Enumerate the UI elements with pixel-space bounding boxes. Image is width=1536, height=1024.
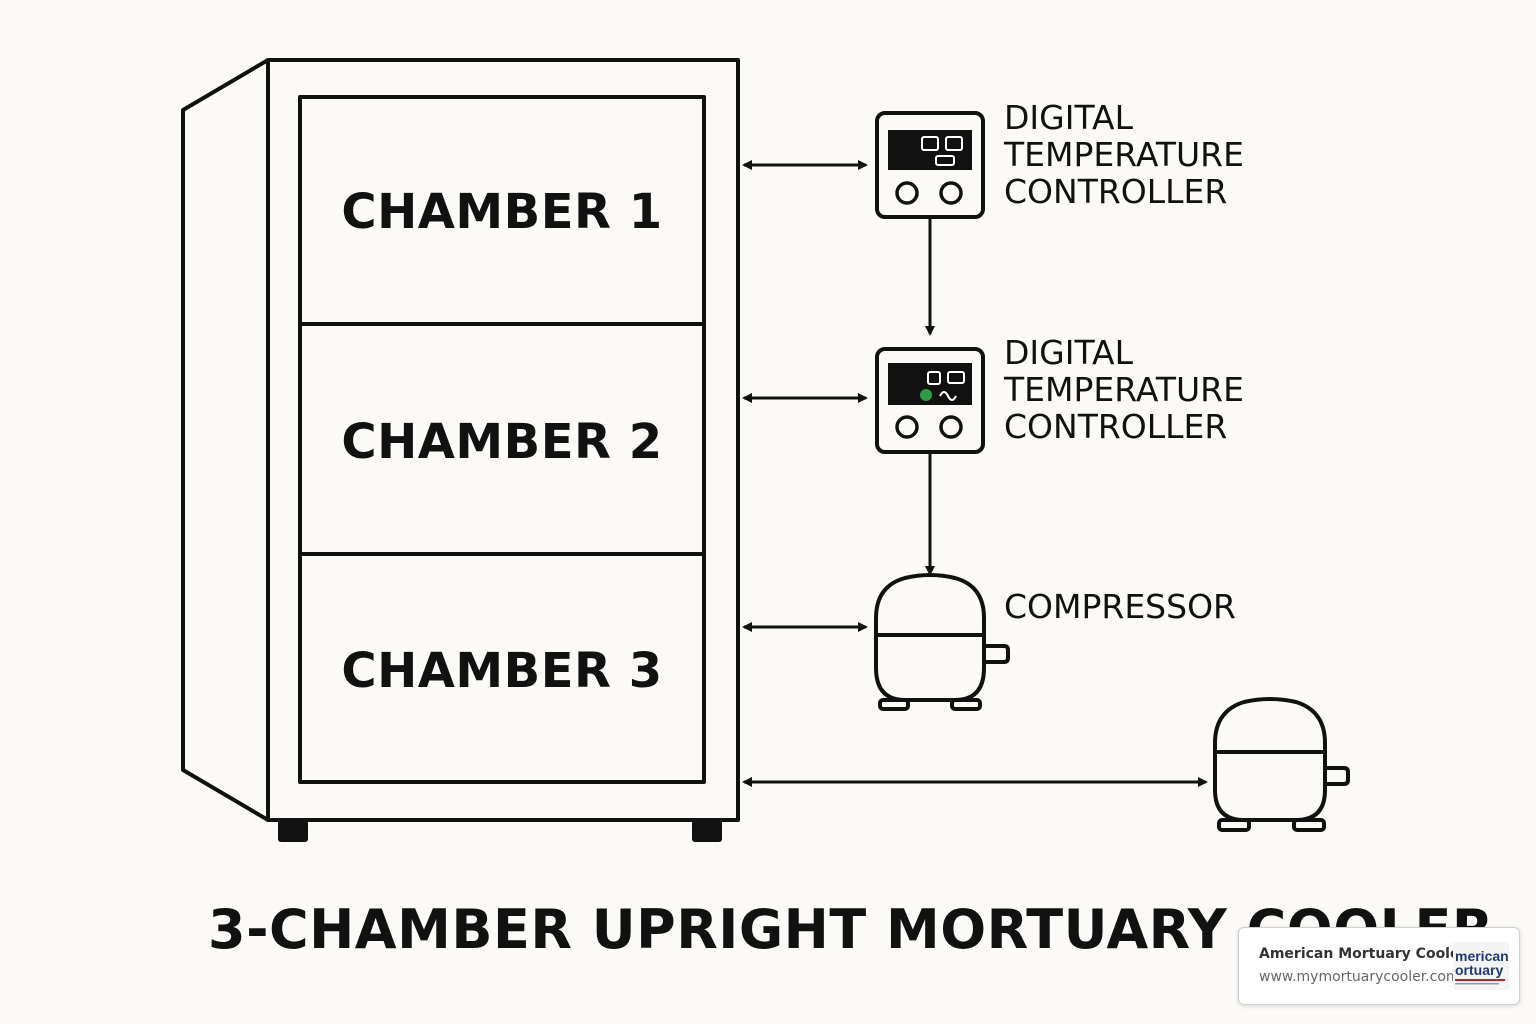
chamber-label-1: CHAMBER 1	[341, 184, 663, 240]
watermark-name: American Mortuary Coolers	[1259, 946, 1475, 962]
cooler-cabinet	[181, 58, 740, 822]
cabinet-front	[266, 58, 740, 822]
cabinet-side-panel	[181, 58, 270, 822]
compressor-icon	[874, 573, 1010, 711]
cabinet-foot-right	[692, 820, 722, 842]
logo-text-line-1: merican	[1455, 948, 1509, 964]
controller-label-1: DIGITAL TEMPERATURE CONTROLLER	[1004, 98, 1244, 211]
chamber-label-3: CHAMBER 3	[341, 643, 663, 699]
compressor-icon	[1213, 697, 1350, 832]
cabinet-door-frame	[298, 95, 706, 784]
company-logo-icon: merican ortuary	[1453, 942, 1509, 990]
compressor-label: COMPRESSOR	[1004, 587, 1236, 626]
chamber-label-2: CHAMBER 2	[341, 414, 663, 470]
temperature-controller-icon	[875, 111, 985, 219]
temperature-controller-icon	[875, 347, 985, 454]
controller-label-2: DIGITAL TEMPERATURE CONTROLLER	[1004, 333, 1244, 446]
cabinet-foot-left	[278, 820, 308, 842]
watermark-badge[interactable]: American Mortuary Coolers www.mymortuary…	[1238, 927, 1520, 1005]
watermark-url[interactable]: www.mymortuarycooler.com	[1259, 969, 1460, 985]
logo-text-line-2: ortuary	[1455, 962, 1503, 978]
